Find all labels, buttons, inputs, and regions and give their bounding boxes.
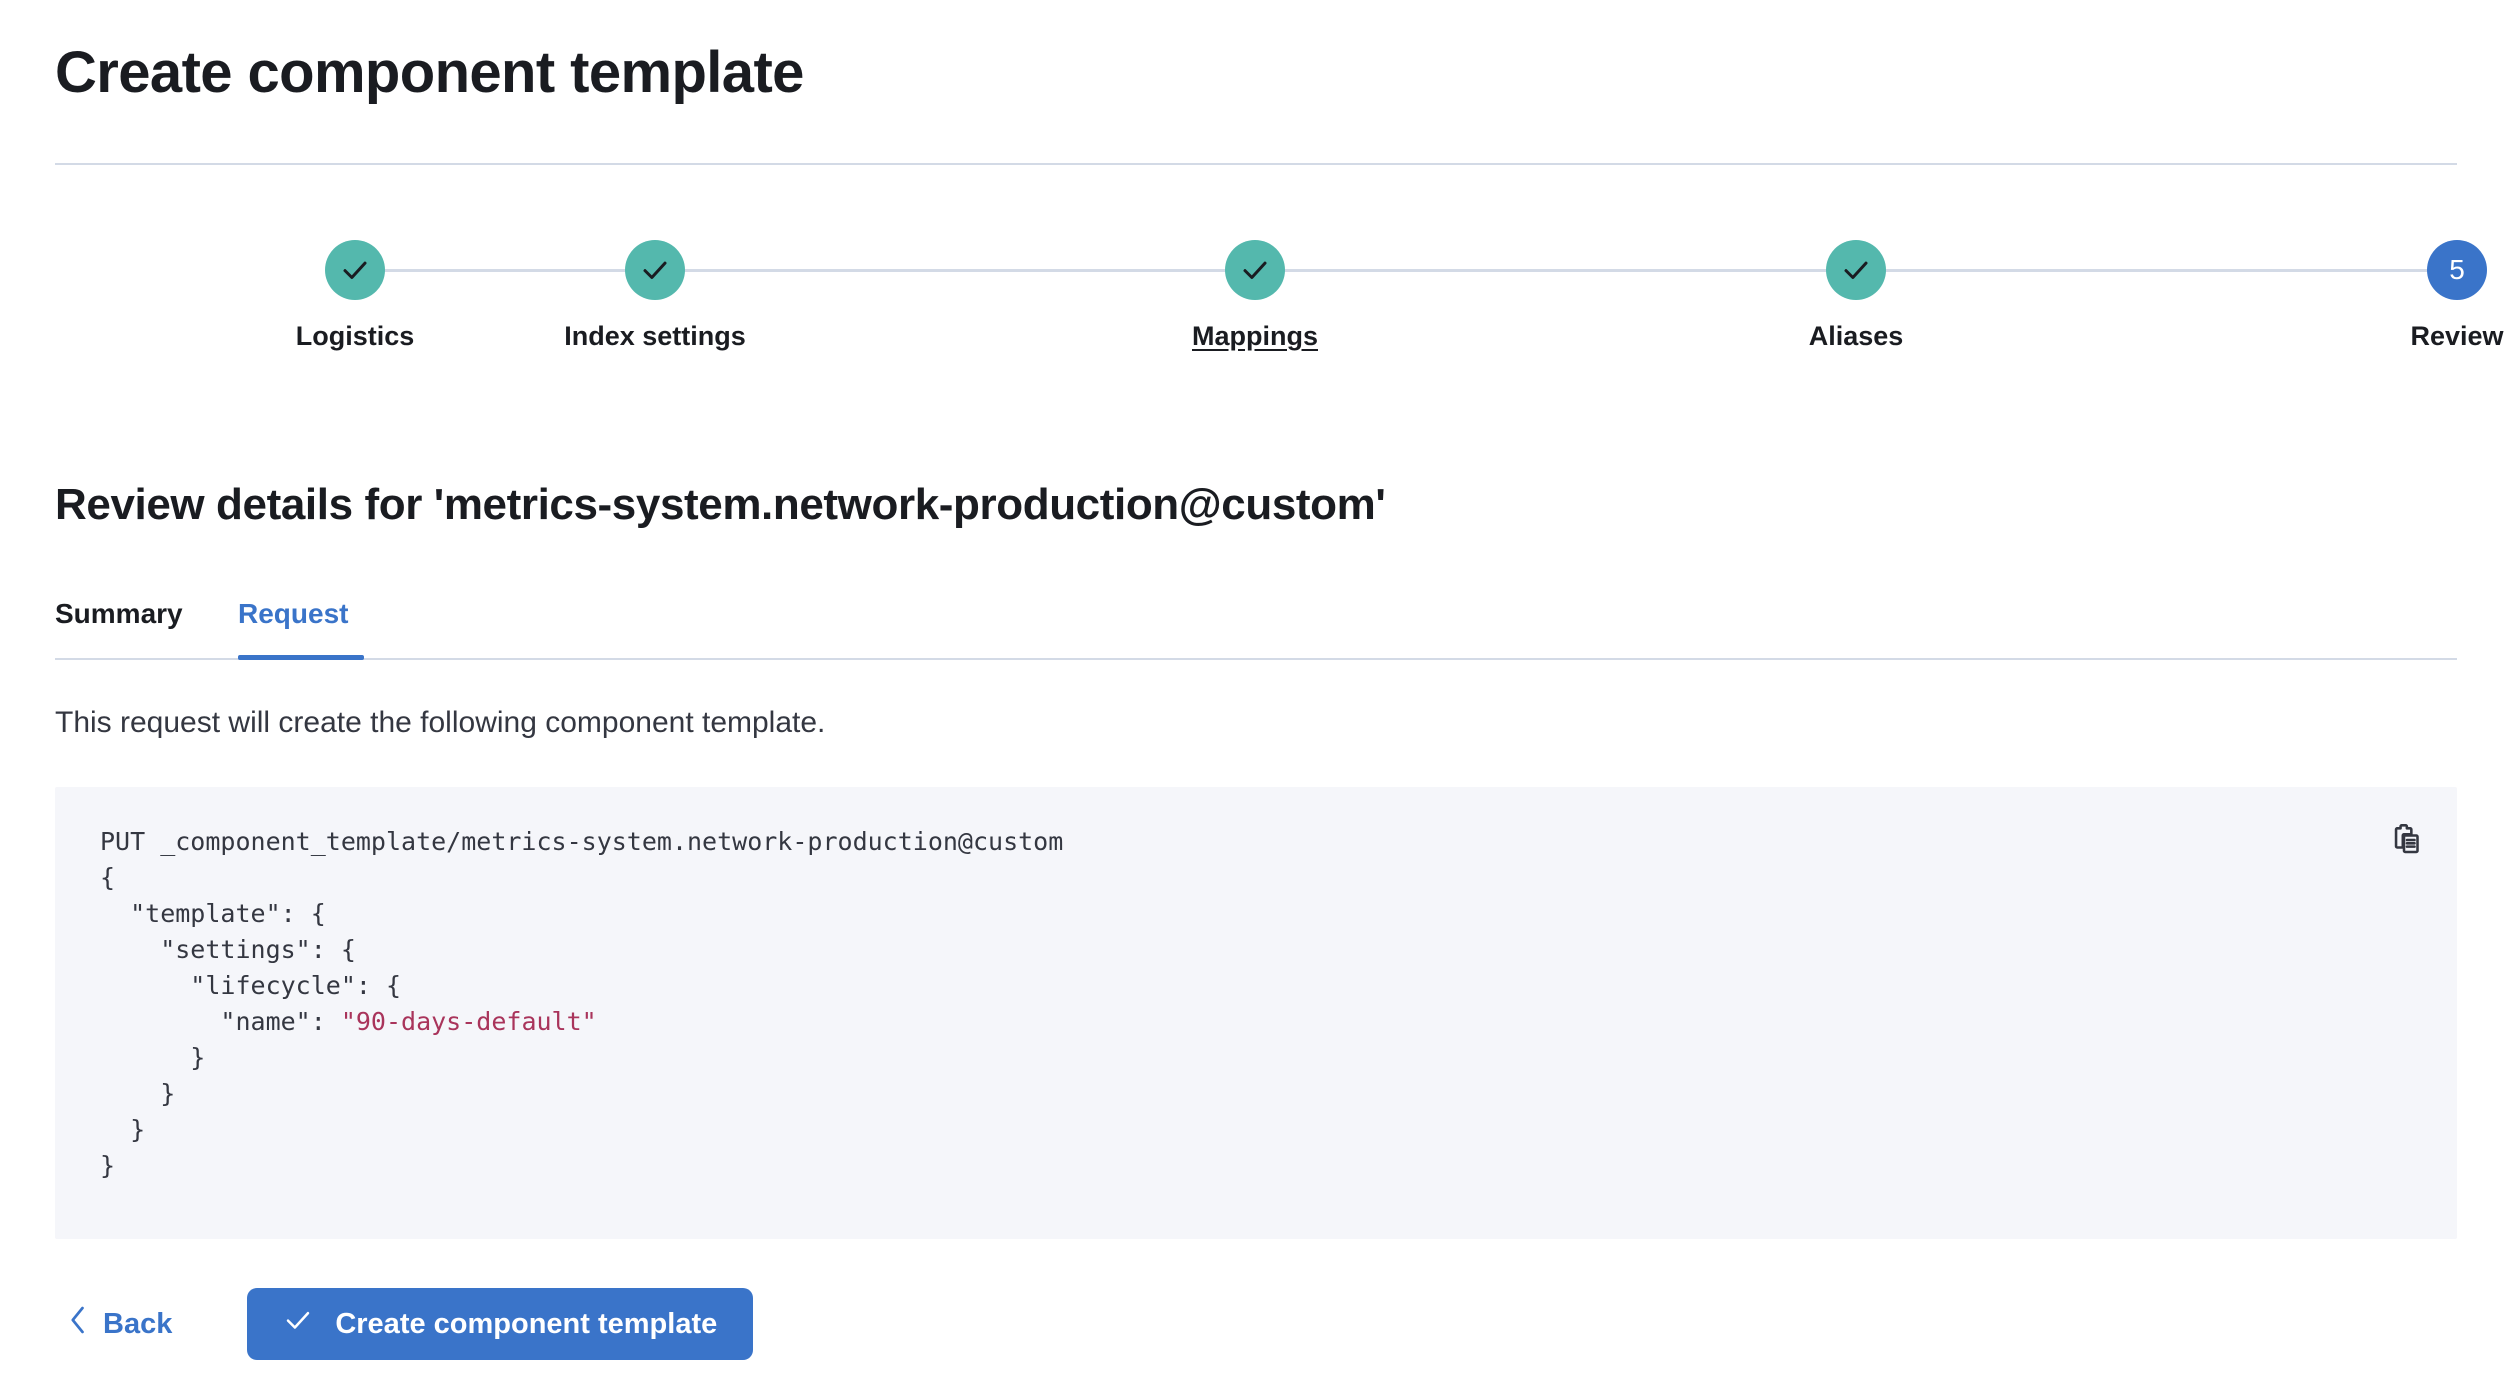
sidebar-item-review[interactable]: 5 Review: [2257, 240, 2506, 352]
check-icon: [1240, 255, 1270, 285]
review-tabs: Summary Request: [55, 598, 2457, 660]
back-button[interactable]: Back: [55, 1297, 184, 1351]
step-circle-aliases[interactable]: [1826, 240, 1886, 300]
sidebar-item-aliases[interactable]: Aliases: [1656, 240, 2056, 352]
request-body-line-3: "lifecycle": {: [100, 971, 402, 1000]
tab-summary[interactable]: Summary: [55, 598, 183, 629]
tabs-baseline: [55, 658, 2457, 660]
back-button-label: Back: [103, 1307, 173, 1340]
step-number: 5: [2449, 254, 2465, 285]
check-icon: [340, 255, 370, 285]
page-title: Create component template: [55, 40, 804, 105]
check-icon: [1841, 255, 1871, 285]
request-body-line-6: }: [100, 1079, 176, 1108]
step-circle-index-settings[interactable]: [625, 240, 685, 300]
tab-request[interactable]: Request: [238, 598, 349, 629]
step-connector-3-4: [1255, 269, 1856, 272]
step-circle-logistics[interactable]: [325, 240, 385, 300]
sidebar-item-mappings[interactable]: Mappings: [1055, 240, 1455, 352]
request-code-block: PUT _component_template/metrics-system.n…: [55, 787, 2457, 1239]
step-label-index-settings: Index settings: [564, 321, 746, 351]
check-icon: [640, 255, 670, 285]
step-connector-4-5: [1856, 269, 2457, 272]
step-label-review: Review: [2410, 321, 2504, 351]
request-body-line-4: "name":: [100, 1007, 341, 1036]
request-body-line-0: {: [100, 863, 116, 892]
sidebar-item-index-settings[interactable]: Index settings: [455, 240, 855, 352]
request-code-text: PUT _component_template/metrics-system.n…: [100, 824, 1063, 1184]
step-label-logistics: Logistics: [295, 321, 415, 351]
step-label-mappings[interactable]: Mappings: [1192, 321, 1318, 351]
step-circle-mappings[interactable]: [1225, 240, 1285, 300]
request-body-line-2: "settings": {: [100, 935, 356, 964]
chevron-left-icon: [67, 1305, 89, 1343]
request-lifecycle-name-value: "90-days-default": [340, 1007, 597, 1036]
check-icon: [283, 1305, 313, 1343]
tab-active-indicator: [238, 655, 364, 660]
step-label-aliases: Aliases: [1808, 321, 1904, 351]
review-section-title: Review details for 'metrics-system.netwo…: [55, 480, 1386, 529]
step-connector-2-3: [655, 269, 1255, 272]
clipboard-copy-icon[interactable]: [2379, 812, 2435, 868]
request-description: This request will create the following c…: [55, 706, 826, 739]
request-body-line-8: }: [100, 1151, 116, 1180]
request-body-line-1: "template": {: [100, 899, 326, 928]
request-body-line-5: }: [100, 1043, 206, 1072]
create-component-template-button[interactable]: Create component template: [247, 1288, 754, 1360]
wizard-footer: Back Create component template: [55, 1288, 754, 1360]
header-divider: [55, 163, 2457, 165]
request-body-line-7: }: [100, 1115, 146, 1144]
step-connector-1-2: [355, 269, 655, 272]
sidebar-item-logistics[interactable]: Logistics: [155, 240, 555, 352]
create-component-template-button-label: Create component template: [335, 1307, 718, 1340]
step-circle-review[interactable]: 5: [2427, 240, 2487, 300]
wizard-stepper: Logistics Index settings Mappings: [55, 240, 2504, 390]
request-method-line: PUT _component_template/metrics-system.n…: [100, 827, 1064, 856]
